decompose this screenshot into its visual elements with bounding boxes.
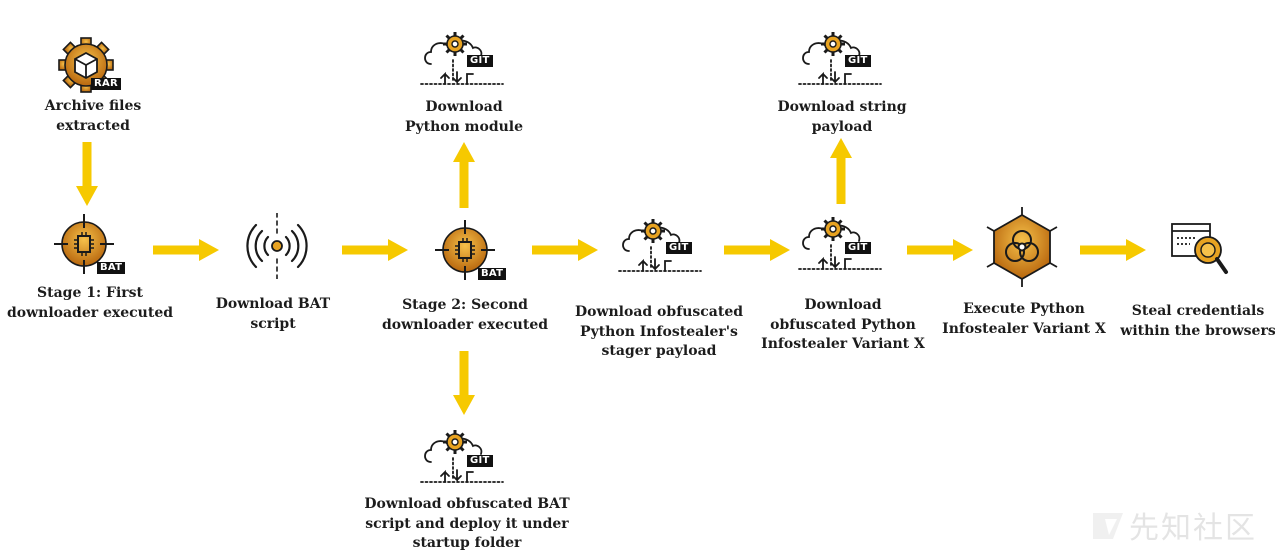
- arrow-stage2-to-python-module: [453, 142, 475, 208]
- cloud-gear-git-icon: [798, 217, 882, 270]
- browser-magnifier-icon: [1171, 223, 1228, 274]
- cloud-gear-git-icon: [618, 219, 702, 272]
- git-tag: GIT: [467, 55, 493, 67]
- arrow-bat-to-stage2: [342, 239, 408, 261]
- node-python-module-label: Download Python module: [404, 99, 524, 135]
- node-obf-bat-label: Download obfuscated BAT script and deplo…: [364, 496, 570, 551]
- node-archive-label: Archive files extracted: [44, 98, 142, 134]
- arrow-archive-to-stage1: [76, 142, 98, 206]
- arrow-stager-to-variant: [724, 239, 790, 261]
- cloud-gear-git-icon: [420, 430, 504, 483]
- cloud-gear-git-icon: [420, 32, 504, 85]
- target-chip-icon: [435, 220, 495, 280]
- arrow-execute-to-steal: [1080, 239, 1146, 261]
- bat-tag: BAT: [97, 262, 126, 274]
- broadcast-signal-icon: [246, 213, 308, 279]
- node-stage2-label: Stage 2: Second downloader executed: [381, 297, 549, 333]
- bat-tag: BAT: [478, 268, 507, 280]
- watermark-logo-icon: [1093, 513, 1123, 539]
- node-variant-download-label: Download obfuscated Python Infostealer V…: [761, 297, 925, 352]
- git-tag: GIT: [666, 242, 692, 254]
- node-stager-label: Download obfuscated Python Infostealer's…: [574, 304, 744, 359]
- arrow-stage2-to-obf-bat: [453, 351, 475, 415]
- arrow-stage2-to-stager: [532, 239, 598, 261]
- target-chip-icon: [54, 214, 114, 274]
- arrow-variant-to-execute: [907, 239, 973, 261]
- node-execute-label: Execute Python Infostealer Variant X: [942, 301, 1106, 337]
- cloud-gear-git-icon: [798, 32, 882, 85]
- biohazard-hexagon-icon: [986, 207, 1058, 287]
- rar-tag: RAR: [91, 78, 122, 90]
- node-stage1-label: Stage 1: First downloader executed: [6, 285, 174, 321]
- watermark: 先知社区: [1129, 511, 1257, 546]
- arrow-stage1-to-bat: [153, 239, 219, 261]
- node-string-payload-label: Download string payload: [777, 99, 907, 135]
- git-tag: GIT: [845, 242, 871, 254]
- git-tag: GIT: [845, 55, 871, 67]
- git-tag: GIT: [467, 455, 493, 467]
- node-download-bat-label: Download BAT script: [215, 296, 331, 332]
- arrow-variant-to-string-payload: [830, 138, 852, 204]
- node-steal-label: Steal credentials within the browsers: [1120, 303, 1275, 339]
